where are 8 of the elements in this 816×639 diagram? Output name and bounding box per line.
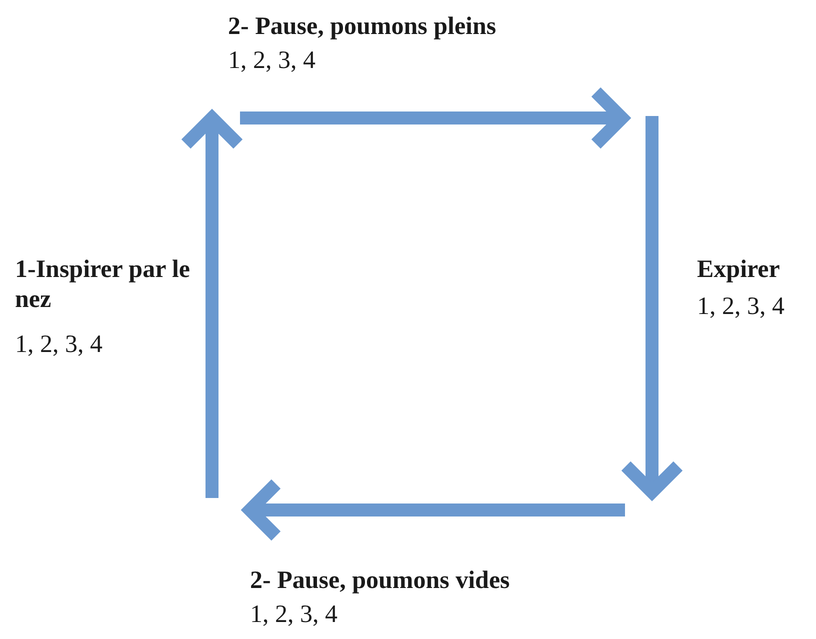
step-title: 1-Inspirer par le nez xyxy=(15,255,190,315)
step-title: 2- Pause, poumons vides xyxy=(250,566,510,596)
step-title: Expirer xyxy=(697,255,780,285)
count-text: 1, 2, 3, 4 xyxy=(697,292,784,322)
step-title: 2- Pause, poumons pleins xyxy=(228,12,496,42)
count-text: 1, 2, 3, 4 xyxy=(250,600,338,630)
count-text: 1, 2, 3, 4 xyxy=(15,330,102,360)
count-text: 1, 2, 3, 4 xyxy=(228,46,316,76)
